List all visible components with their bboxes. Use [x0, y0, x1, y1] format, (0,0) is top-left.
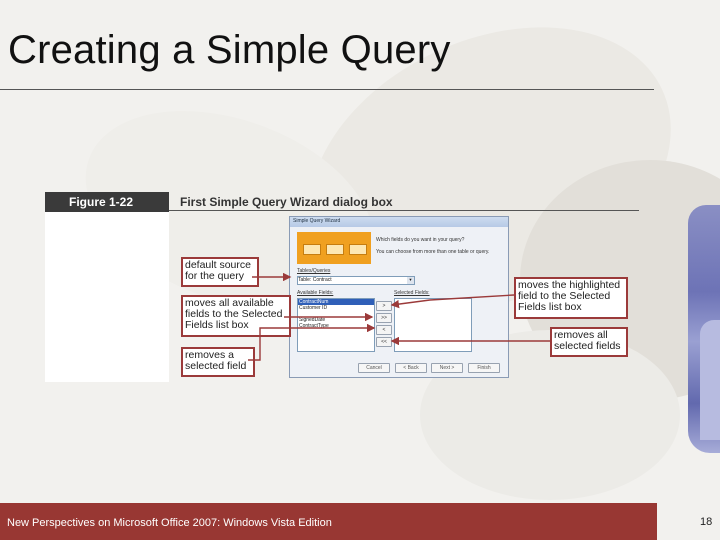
- finish-button[interactable]: Finish: [468, 363, 500, 373]
- callout-line: selected fields: [554, 340, 621, 352]
- next-button[interactable]: Next >: [431, 363, 463, 373]
- list-item[interactable]: ContractNum: [298, 299, 374, 305]
- callout-moves-highlighted: moves the highlighted field to the Selec…: [514, 277, 628, 319]
- figure-1-22: Figure 1-22 First Simple Query Wizard di…: [45, 192, 639, 382]
- footer-bar: New Perspectives on Microsoft Office 200…: [0, 503, 657, 540]
- remove-field-button[interactable]: <: [376, 325, 392, 335]
- remove-all-fields-button[interactable]: <<: [376, 337, 392, 347]
- back-button[interactable]: < Back: [395, 363, 427, 373]
- figure-left-panel: [45, 212, 169, 382]
- slide-title: Creating a Simple Query: [8, 28, 451, 72]
- figure-label-box: Figure 1-22: [45, 192, 169, 212]
- dialog-prompt: Which fields do you want in your query?: [376, 237, 465, 243]
- callout-line: fields to the Selected: [185, 308, 283, 320]
- figure-caption: First Simple Query Wizard dialog box: [180, 195, 393, 209]
- callout-line: default source: [185, 259, 251, 271]
- callout-line: moves all available: [185, 297, 274, 309]
- dialog-title: Simple Query Wizard: [293, 218, 341, 224]
- chevron-down-icon[interactable]: ▼: [407, 277, 414, 284]
- callout-removes-all: removes all selected fields: [550, 327, 628, 357]
- list-item[interactable]: Customer ID: [299, 305, 328, 311]
- list-item[interactable]: ContractType: [299, 323, 329, 329]
- cancel-button[interactable]: Cancel: [358, 363, 390, 373]
- callout-line: field to the Selected: [518, 290, 611, 302]
- callout-line: removes a: [185, 349, 235, 361]
- callout-line: for the query: [185, 270, 244, 282]
- callout-line: Fields list box: [518, 301, 582, 313]
- page-number: 18: [700, 516, 713, 528]
- wizard-graphic: [297, 232, 371, 264]
- callout-moves-all: moves all available fields to the Select…: [181, 295, 291, 337]
- title-divider: [0, 89, 654, 90]
- callout-line: removes all: [554, 329, 608, 341]
- callout-line: Fields list box: [185, 319, 249, 331]
- figure-divider: [169, 210, 639, 211]
- callout-default-source: default source for the query: [181, 257, 259, 287]
- available-fields-list[interactable]: ContractNum Customer ID SignedDate Contr…: [297, 298, 375, 352]
- selected-fields-list[interactable]: [394, 298, 472, 352]
- dialog-hint: You can choose from more than one table …: [376, 249, 490, 255]
- tables-queries-value: Table: Contract: [298, 277, 332, 283]
- list-item[interactable]: SignedDate: [299, 317, 326, 323]
- simple-query-wizard-dialog: Simple Query Wizard Which fields do you …: [289, 216, 509, 378]
- add-field-button[interactable]: >: [376, 301, 392, 311]
- add-all-fields-button[interactable]: >>: [376, 313, 392, 323]
- dialog-titlebar: Simple Query Wizard: [290, 217, 508, 227]
- callout-removes-selected: removes a selected field: [181, 347, 255, 377]
- selected-fields-label: Selected Fields:: [394, 290, 430, 296]
- tables-queries-select[interactable]: Table: Contract ▼: [297, 276, 415, 285]
- callout-line: selected field: [185, 360, 247, 372]
- available-fields-label: Available Fields:: [297, 290, 334, 296]
- tables-queries-label: Tables/Queries: [297, 268, 331, 274]
- footer-text: New Perspectives on Microsoft Office 200…: [7, 517, 332, 529]
- callout-line: moves the highlighted: [518, 279, 621, 291]
- figure-label: Figure 1-22: [69, 195, 134, 209]
